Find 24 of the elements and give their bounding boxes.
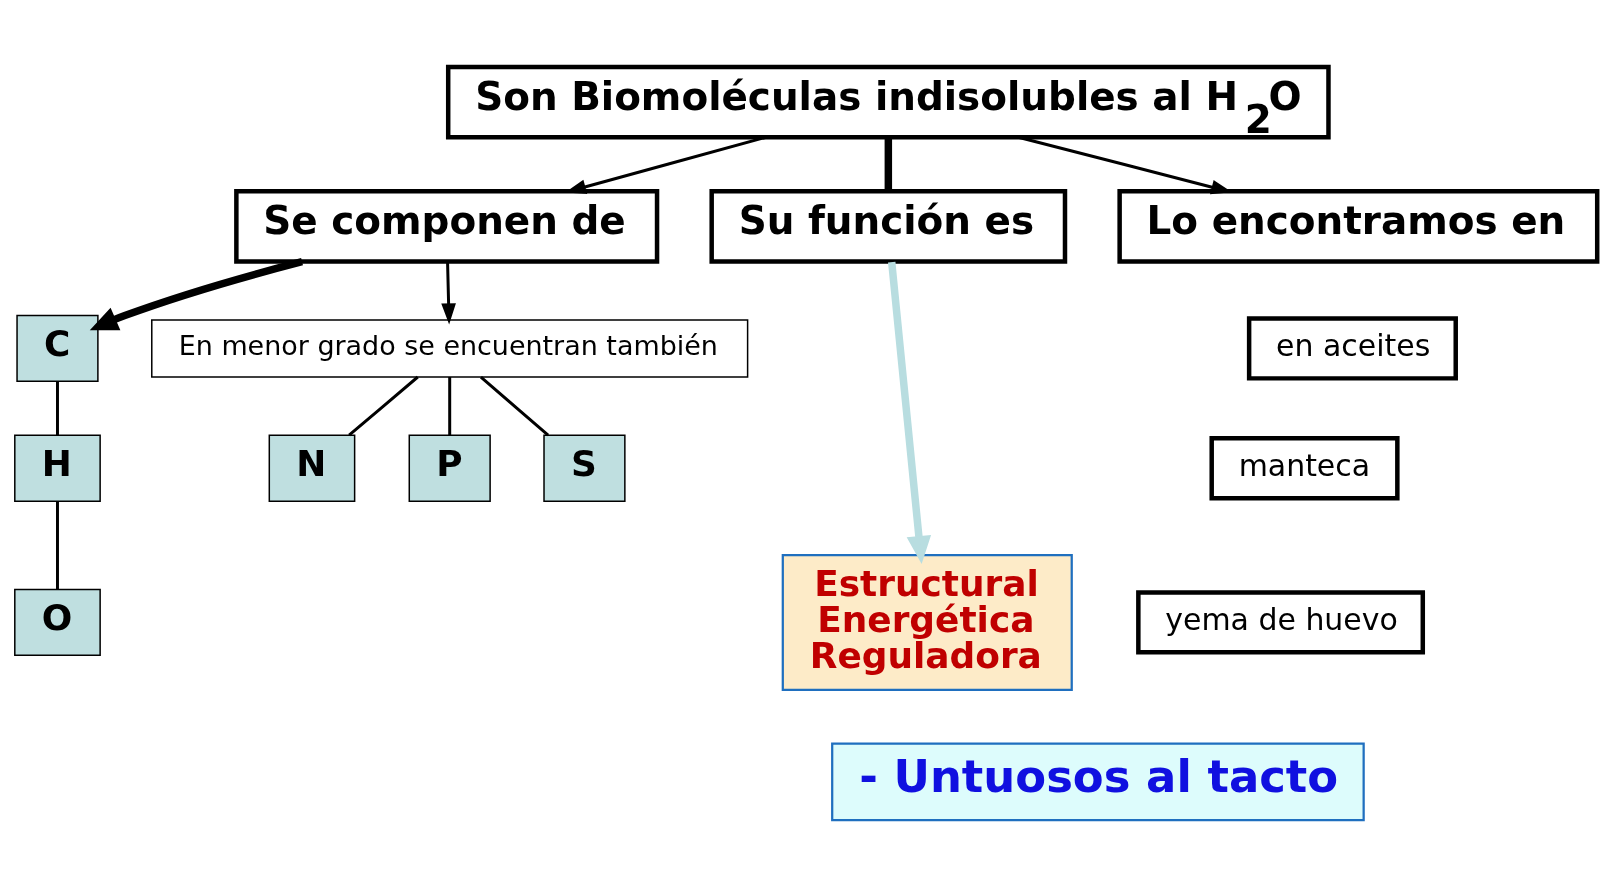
node-box: - Untuosos al tacto xyxy=(831,742,1365,822)
node-box: yema de huevo xyxy=(1136,590,1426,655)
node-box: Lo encontramos en xyxy=(1117,189,1600,264)
node-box: H xyxy=(14,434,101,502)
node-box: S xyxy=(543,434,626,502)
arrow xyxy=(888,261,932,565)
connector xyxy=(348,375,419,437)
node-box: O xyxy=(14,588,101,657)
arrow xyxy=(441,261,456,325)
connector xyxy=(448,377,452,436)
connector xyxy=(884,137,893,191)
node-box: P xyxy=(408,434,491,502)
connector xyxy=(55,381,59,436)
node-box: Estructural Energética Reguladora xyxy=(781,553,1073,691)
node-box: N xyxy=(268,434,356,502)
node-box: En menor grado se encuentran también xyxy=(151,319,749,378)
node-box: Se componen de xyxy=(234,189,660,264)
node-box: manteca xyxy=(1209,436,1400,501)
arrow xyxy=(89,258,303,331)
node-box: Su función es xyxy=(709,189,1068,264)
connector xyxy=(479,375,550,437)
node-box: en aceites xyxy=(1246,316,1458,381)
node-box: C xyxy=(16,314,99,383)
connector xyxy=(55,501,59,590)
